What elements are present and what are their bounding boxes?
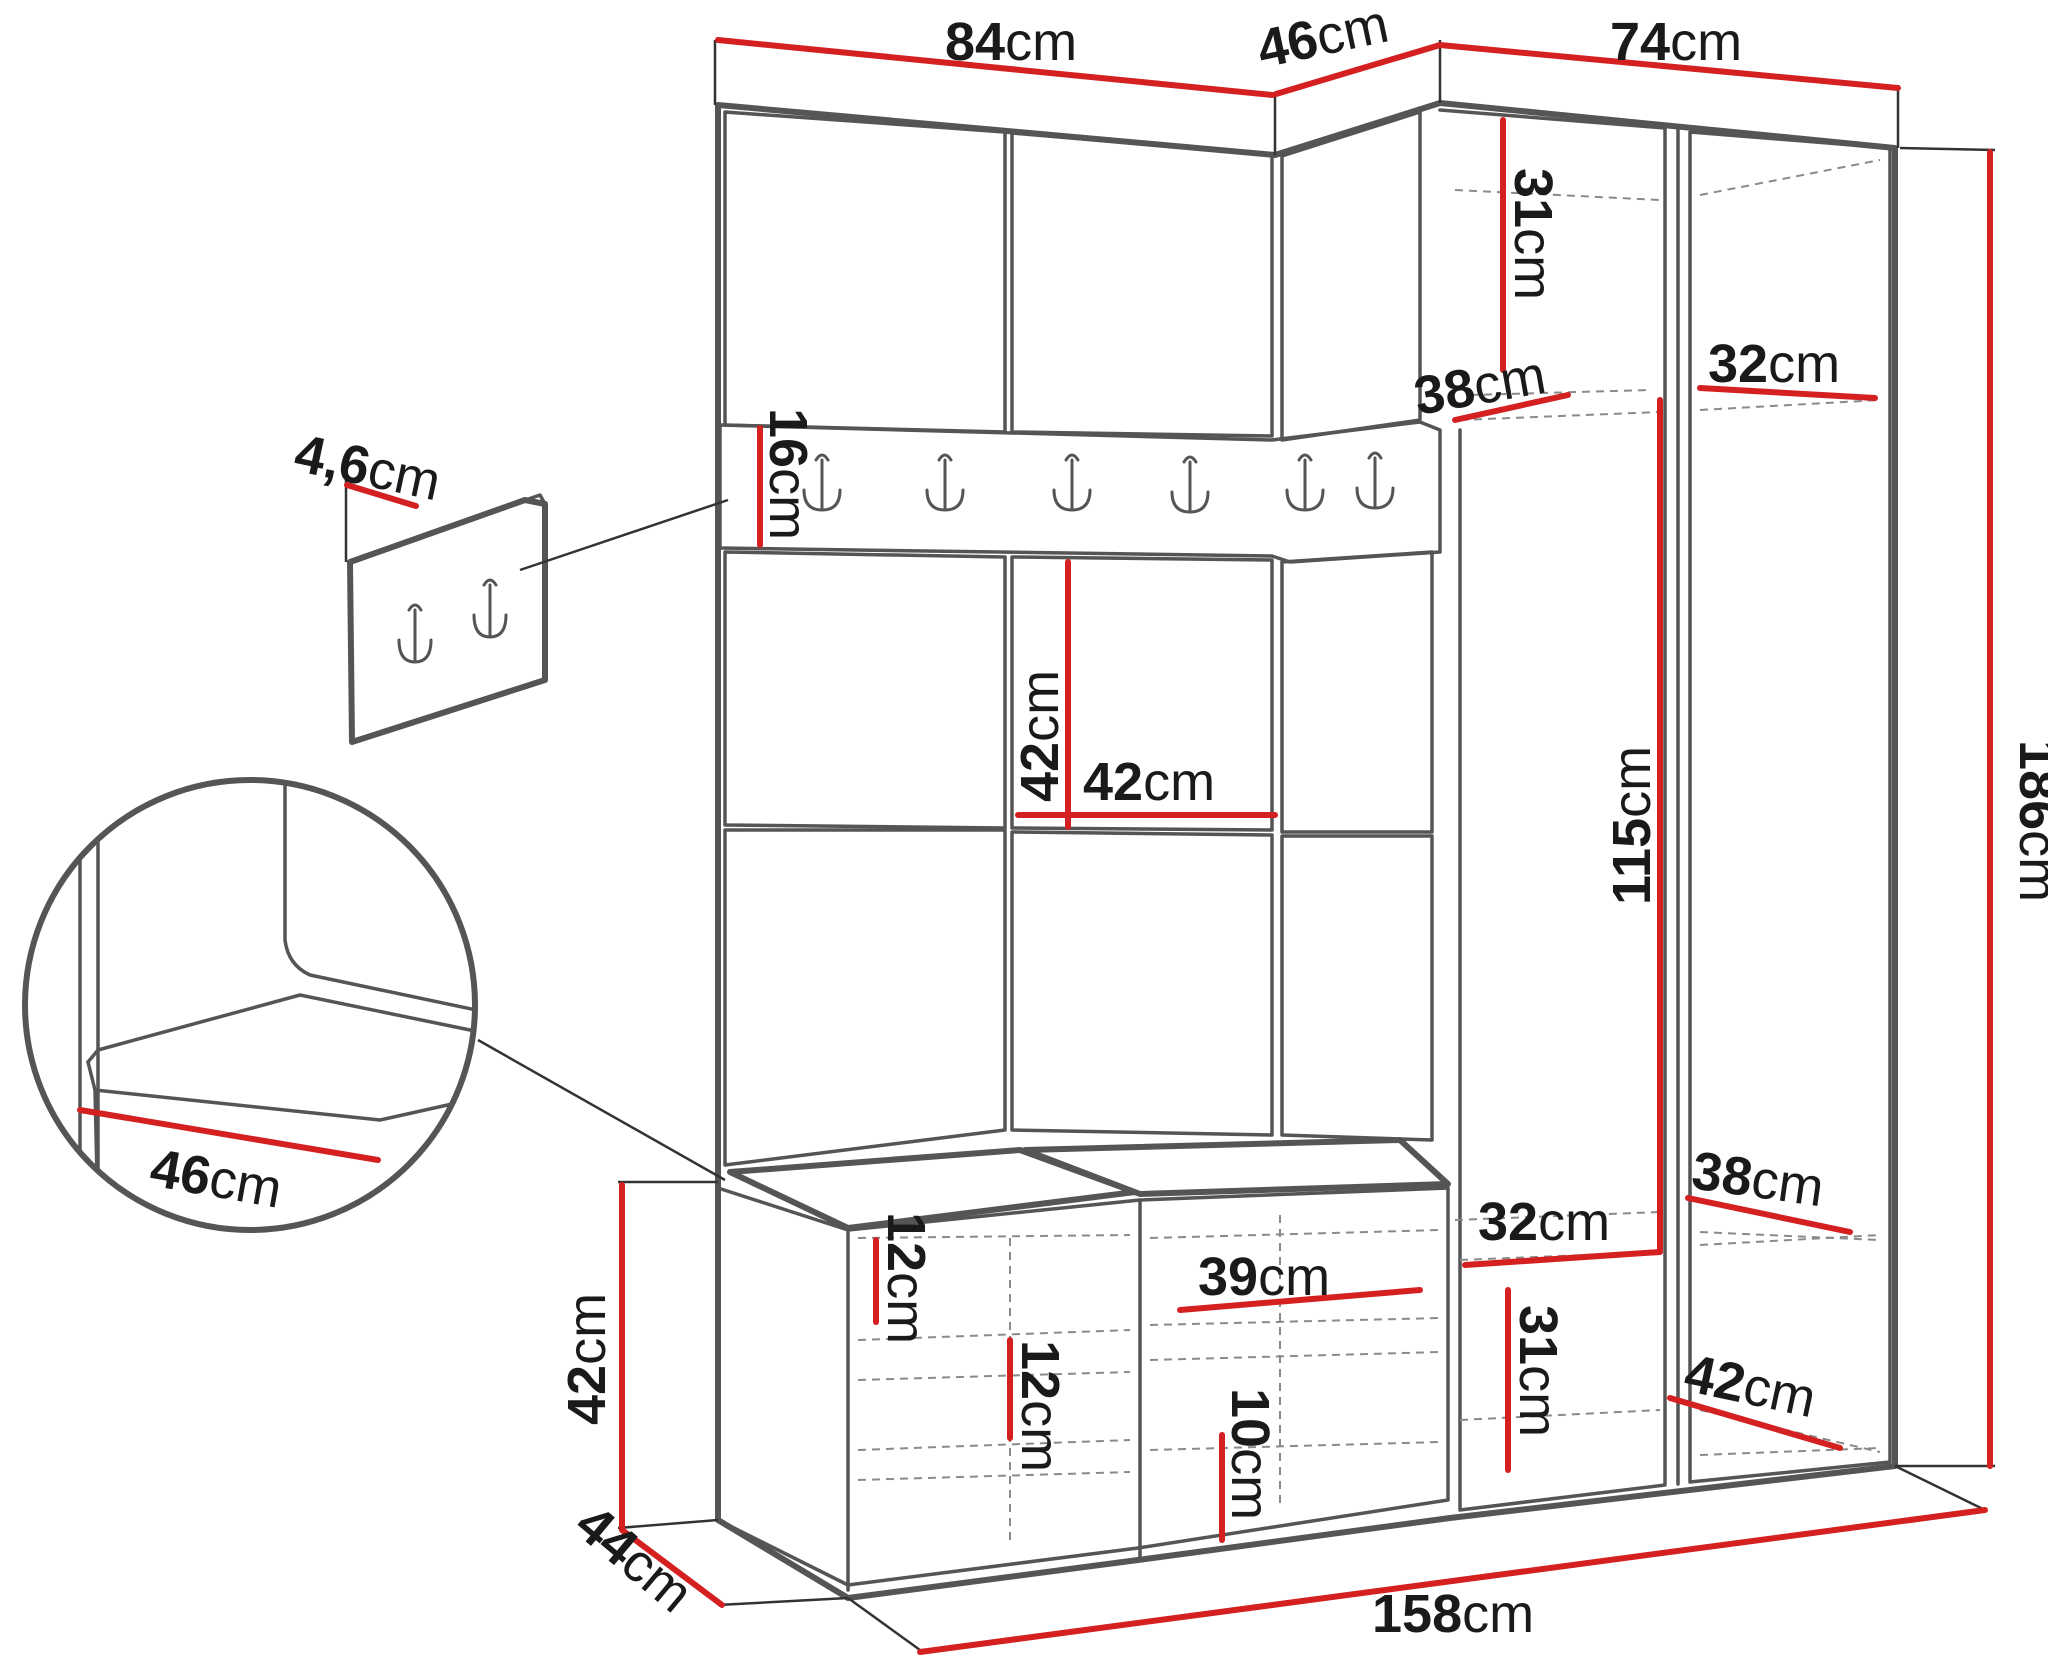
label-12-b: 12cm (1010, 1340, 1070, 1472)
label-44: 44cm (564, 1493, 704, 1624)
coat-hook-icon (925, 453, 965, 512)
coat-hook-icon (397, 603, 433, 664)
coat-hook-icon (1355, 451, 1395, 510)
dim-line-39 (1177, 1287, 1423, 1313)
label-39: 39cm (1198, 1247, 1330, 1307)
label-42-panel-h: 42cm (1010, 670, 1070, 802)
label-32-wardrobe: 32cm (1478, 1192, 1610, 1252)
dim-line-32-right (1697, 385, 1878, 401)
seat-closeup-leader (477, 1038, 726, 1182)
label-38-right: 38cm (1688, 1140, 1827, 1218)
hook-panel-leader (519, 498, 729, 572)
label-31-bottom: 31cm (1508, 1305, 1568, 1437)
label-31-top: 31cm (1503, 168, 1563, 300)
coat-hook-icon (472, 578, 508, 639)
back-wall-silhouette (715, 100, 1898, 1601)
label-115: 115cm (1602, 746, 1662, 905)
dim-line-32-wardrobe (1462, 1249, 1663, 1268)
label-38-top: 38cm (1410, 345, 1550, 427)
bench-seat (727, 1137, 1451, 1231)
hook-rail (718, 420, 1442, 564)
coat-hook-icon (1285, 453, 1325, 512)
label-74: 74cm (1610, 12, 1742, 72)
dim-line-84 (715, 37, 1275, 98)
label-42-bench: 42cm (557, 1293, 617, 1425)
label-4-6: 4,6cm (290, 423, 446, 512)
label-12-a: 12cm (876, 1212, 936, 1344)
bench-base (716, 1186, 1450, 1592)
label-46-seat: 46cm (146, 1138, 286, 1220)
hallway-unit (715, 100, 1898, 1601)
dim-line-42-right (1667, 1395, 1843, 1451)
bench-interior-hidden-lines (857, 1215, 1441, 1540)
dim-line-44 (619, 1527, 725, 1608)
middle-panels (723, 550, 1434, 834)
dim-line-38-right (1685, 1195, 1853, 1235)
coat-hook-icon (802, 453, 842, 512)
dim-line-46-seat (77, 1107, 381, 1163)
dimension-labels: 84cm 46cm 74cm 186cm 158cm 44cm 42cm 16c… (146, 0, 2048, 1644)
label-158: 158cm (1372, 1584, 1534, 1644)
coat-hook-icon (1052, 453, 1092, 512)
dim-line-4-6 (344, 482, 419, 509)
dimension-lines (77, 37, 1993, 1655)
label-84: 84cm (945, 12, 1077, 72)
label-186: 186cm (2008, 740, 2048, 902)
coat-hook-icon (1170, 455, 1210, 514)
wardrobe-column (1438, 108, 1892, 1512)
label-42-right: 42cm (1680, 1343, 1822, 1429)
extension-lines (344, 40, 1996, 1652)
dim-line-158 (917, 1507, 1988, 1655)
dim-line-38-top (1452, 392, 1571, 423)
label-16: 16cm (758, 408, 818, 540)
label-32-right: 32cm (1708, 334, 1840, 394)
dim-line-74 (1437, 42, 1901, 91)
hook-panel-detail (347, 493, 729, 745)
label-10: 10cm (1220, 1388, 1280, 1520)
lower-panels (723, 828, 1434, 1167)
label-42-panel-w: 42cm (1083, 752, 1215, 812)
dim-line-46-top (1273, 42, 1443, 97)
